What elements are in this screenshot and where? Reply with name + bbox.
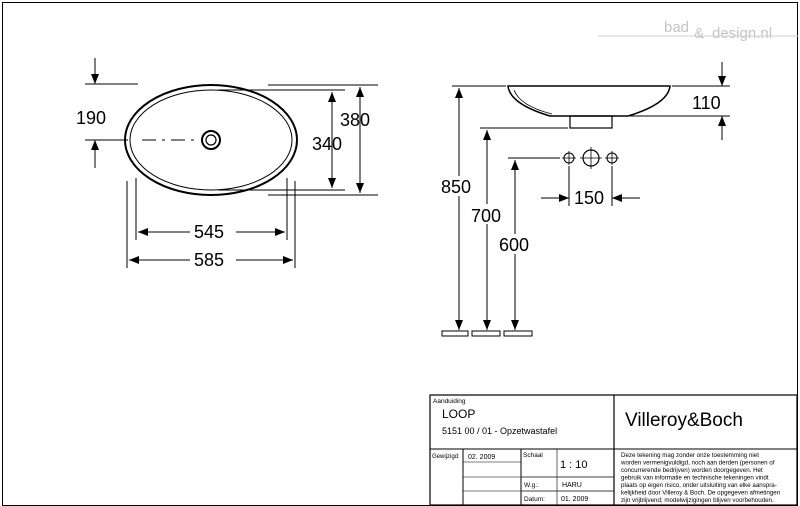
watermark: bad & design.nl [598, 19, 798, 42]
floor-mark-2 [471, 330, 501, 337]
changed-label: Gewijzigd: [432, 454, 460, 460]
designation-label: Aanduiding [433, 398, 466, 405]
dim-340-label: 340 [312, 134, 342, 154]
disclaimer-line: zijn vrijblijvend; modelwijzigingen blij… [621, 497, 774, 504]
watermark-left: bad [664, 19, 689, 36]
drain-pedestal [569, 115, 613, 129]
dim-150-label: 150 [574, 188, 604, 208]
drain-inner [205, 134, 217, 146]
dim-850-label: 850 [441, 177, 471, 197]
tap-holes [562, 147, 619, 169]
product-name: LOOP [442, 407, 475, 421]
disclaimer-line: plaats op eigen risico, onder uitsluitin… [621, 482, 777, 489]
disclaimer-line: gebruik van informatie en technische tek… [621, 475, 769, 482]
floor-mark-1 [441, 330, 469, 337]
dim-600-label: 600 [499, 235, 529, 255]
disclaimer-line: Deze tekening mag zonder onze toestemmin… [621, 452, 759, 459]
disclaimer-line: kelijkheid door Villeroy & Boch. De opge… [621, 490, 781, 497]
drawn-value: HARU [562, 482, 582, 489]
floor-mark-3 [503, 330, 533, 337]
dim-190: 190 [76, 58, 138, 168]
dim-545-585: 545 585 [126, 178, 296, 270]
basin-inner-bowl [129, 89, 293, 191]
dim-150: 150 [541, 166, 640, 208]
dim-340-380: 340 380 [218, 84, 378, 196]
drain-outer [201, 130, 221, 150]
basin-side-view [507, 85, 671, 129]
scale-value: 1 : 10 [560, 459, 588, 471]
title-block: Aanduiding LOOP 5151 00 / 01 - Opzetwast… [429, 394, 798, 506]
basin-side-profile [507, 85, 671, 117]
dim-190-label: 190 [76, 108, 106, 128]
disclaimer-line: worden vermenigvuldigd, noch aan derden … [620, 460, 775, 467]
dim-110-label: 110 [692, 93, 721, 113]
drawn-label: W.g.: [524, 482, 539, 489]
scale-label: Schaal [523, 452, 543, 459]
watermark-right: design.nl [712, 25, 772, 42]
date-label: Datum: [524, 496, 545, 503]
dim-545-label: 545 [194, 222, 224, 242]
dim-585-label: 585 [194, 250, 224, 270]
dim-700-label: 700 [471, 206, 501, 226]
watermark-amp: & [694, 25, 704, 42]
dim-110: 110 [630, 62, 730, 140]
height-dimensions: 850 700 600 [440, 85, 568, 337]
date-value: 01. 2009 [561, 496, 588, 503]
basin-top-view [124, 84, 298, 196]
brand-name: Villeroy&Boch [625, 410, 743, 431]
disclaimer-line: concurrerende bedrijven) worden doorgege… [621, 467, 763, 474]
product-code: 5151 00 / 01 - Opzetwastafel [442, 426, 557, 436]
changed-value: 02. 2009 [468, 454, 495, 461]
dim-380-label: 380 [340, 110, 370, 130]
disclaimer: Deze tekening mag zonder onze toestemmin… [620, 452, 781, 504]
